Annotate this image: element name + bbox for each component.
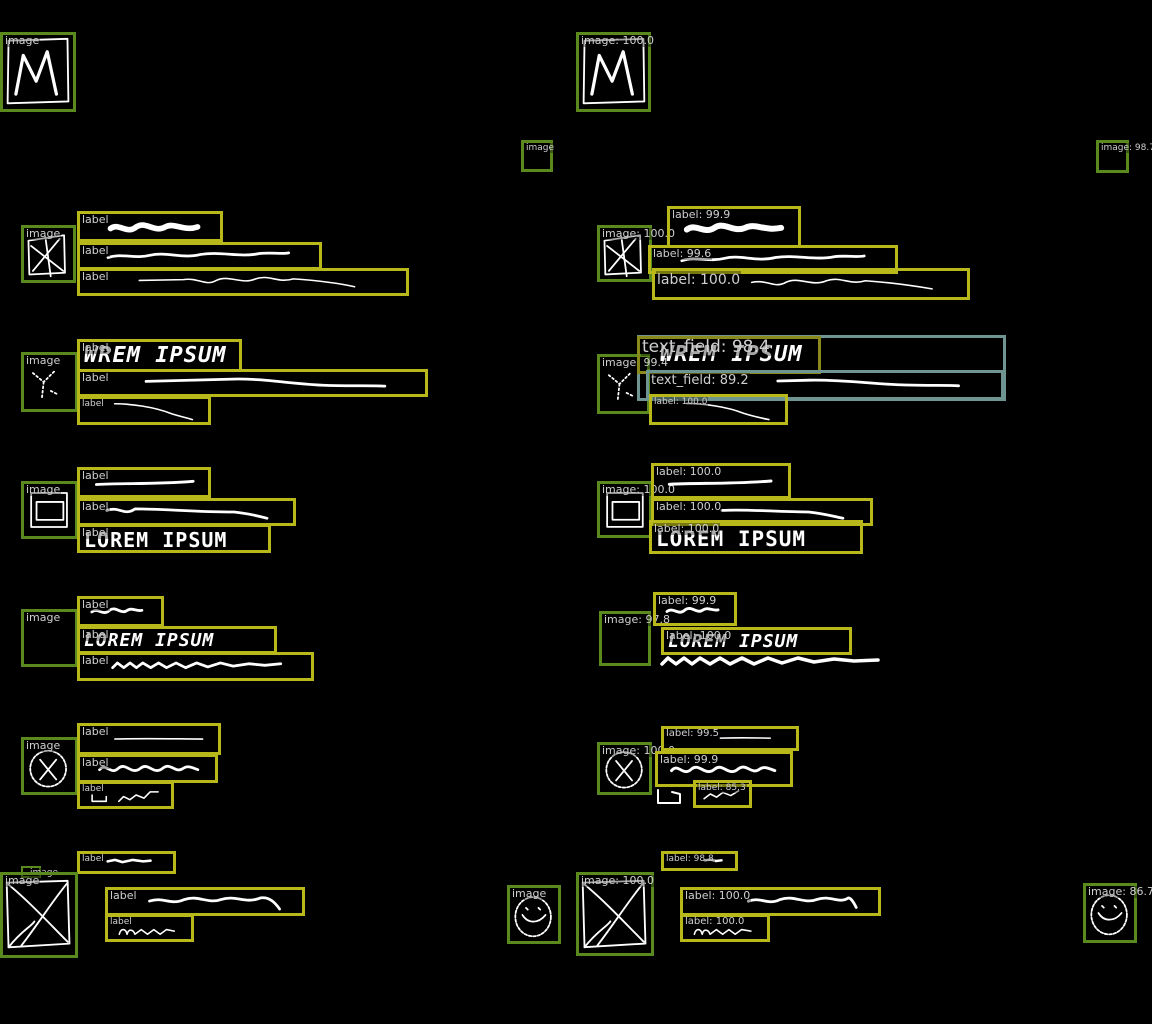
footer-label-3[interactable]: label <box>105 914 194 942</box>
footer-label-1[interactable]: label <box>77 851 176 874</box>
row1-label-3[interactable]: label <box>77 268 409 296</box>
row4-image[interactable]: image: 97.8 <box>599 611 671 666</box>
row2-ink-text: WREM IPSUM <box>660 342 803 367</box>
corner-icon-tag: image <box>525 143 556 153</box>
corner-icon-tag: image: 98.7 <box>1100 143 1152 153</box>
row4-label-2[interactable]: LOREM IPSUM label: 100.0 <box>661 627 852 655</box>
row4-label-2[interactable]: LOREM IPSUM label <box>77 626 277 654</box>
row4-label-3[interactable]: label <box>77 652 314 681</box>
row5-label-1[interactable]: label: 99.5 <box>661 726 799 751</box>
row5-image[interactable]: image <box>21 737 78 795</box>
row3-image[interactable]: image: 100.0 <box>597 481 676 538</box>
row1-label-1[interactable]: label: 99.9 <box>667 206 801 248</box>
row1-label-1[interactable]: label <box>77 211 223 242</box>
row5-label-3[interactable]: label: 85.3 <box>693 780 752 808</box>
row4-label-1[interactable]: label <box>77 596 164 627</box>
footer-label-2[interactable]: label: 100.0 <box>680 887 881 916</box>
row2-label-overlay[interactable] <box>637 336 821 374</box>
row4-ink-text: LOREM IPSUM <box>668 631 799 652</box>
row5-label-3[interactable]: label <box>77 781 174 809</box>
row4-ink-text: LOREM IPSUM <box>84 630 215 651</box>
annotation-pane-right: image: 100.0 image: 98.7 image: 100.0 la… <box>576 0 1152 1024</box>
header-sketch-image[interactable]: image <box>0 32 76 112</box>
row3-label-1[interactable]: label <box>77 467 211 498</box>
row5-label-2[interactable]: label <box>77 754 218 783</box>
corner-icon-image[interactable]: image: 98.7 <box>1096 140 1152 173</box>
row2-label-3[interactable]: label <box>77 396 211 425</box>
footer-label-3[interactable]: label: 100.0 <box>680 914 770 942</box>
corner-icon-image[interactable]: image <box>521 140 556 172</box>
row5-image[interactable]: image: 100.0 <box>597 742 676 795</box>
row2-label-1[interactable]: label: 100.0 <box>649 394 788 425</box>
footer-big-image[interactable]: image: 100.0 <box>576 872 655 956</box>
row1-label-2[interactable]: label <box>77 242 322 270</box>
row4-label-1[interactable]: label: 99.9 <box>653 592 737 626</box>
annotation-pane-left: image image image label label label imag… <box>0 32 561 958</box>
footer-label-2[interactable]: label <box>105 887 305 916</box>
row2-image[interactable]: image <box>21 352 78 412</box>
row4-image[interactable]: image <box>21 609 78 667</box>
row3-label-3[interactable]: LOREM IPSUM label: 100.0 <box>649 520 863 554</box>
footer-label-1[interactable]: label: 98.8 <box>661 851 738 871</box>
row3-label-3[interactable]: LOREM IPSUM label <box>77 524 271 553</box>
footer-big-image[interactable]: image <box>0 872 78 958</box>
header-sketch-image[interactable]: image: 100.0 <box>576 32 655 112</box>
row4-image-tag: image <box>25 611 62 624</box>
row3-label-2[interactable]: label <box>77 498 296 526</box>
row3-ink-text: LOREM IPSUM <box>656 527 807 551</box>
row5-label-1[interactable]: label <box>77 723 221 755</box>
row1-label-3[interactable]: label: 100.0 <box>652 268 970 300</box>
row2-label-2[interactable]: label <box>77 369 428 397</box>
row2-label-1[interactable]: WREM IPSUM label <box>77 339 242 372</box>
row3-image[interactable]: image <box>21 481 78 539</box>
row3-label-1[interactable]: label: 100.0 <box>651 463 791 499</box>
row1-image[interactable]: image <box>21 225 76 283</box>
footer-smiley-image[interactable]: image: 86.7 <box>1083 883 1152 943</box>
row1-image[interactable]: image: 100.0 <box>597 225 676 282</box>
footer-smiley-image[interactable]: image <box>507 885 561 944</box>
row2-ink-text: WREM IPSUM <box>84 343 227 368</box>
row3-ink-text: LOREM IPSUM <box>84 528 228 552</box>
